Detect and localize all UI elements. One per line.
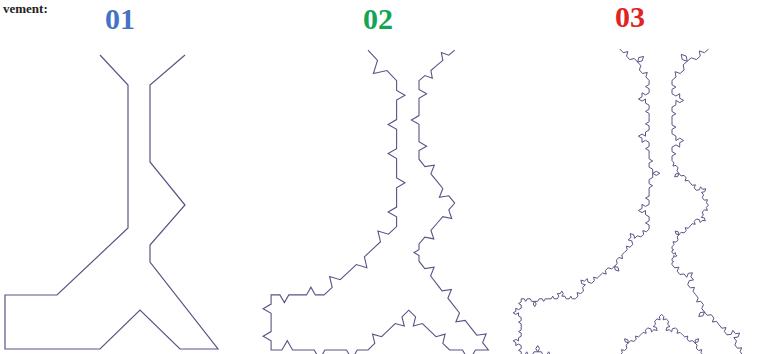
figure-number: 01	[105, 4, 135, 34]
base-outline	[5, 55, 218, 349]
order-two-outline	[263, 50, 488, 354]
order-three-outline	[513, 49, 743, 354]
figure-number: 03	[615, 2, 645, 32]
text-fragment: vement:	[3, 2, 48, 15]
figure-number: 02	[363, 4, 393, 34]
